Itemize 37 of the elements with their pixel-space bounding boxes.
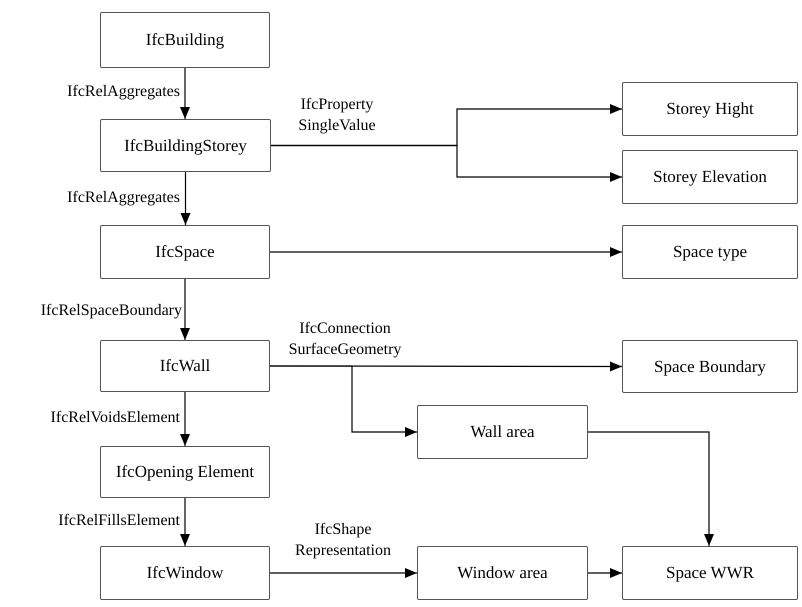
arrow: [270, 247, 622, 257]
process-box: [417, 405, 588, 459]
box-label: IfcBuilding: [146, 29, 224, 51]
box-label: IfcWall: [160, 355, 210, 377]
arrow: [270, 568, 417, 578]
box-label: IfcBuildingStorey: [124, 134, 247, 156]
arrow: [180, 68, 190, 119]
arrow: [588, 568, 622, 578]
process-box: [622, 546, 798, 600]
process-box: [100, 119, 271, 172]
process-box: [417, 546, 588, 600]
arrow: [180, 498, 190, 546]
arrow: [180, 392, 190, 446]
process-box: [100, 446, 270, 498]
box-label: IfcOpening Element: [116, 461, 254, 483]
box-label: Storey Hight: [666, 98, 754, 120]
process-box: [100, 12, 270, 68]
box-label: IfcWindow: [146, 562, 224, 584]
box-label: Wall area: [470, 421, 535, 443]
box-label: Window area: [457, 562, 548, 584]
arrow: [180, 172, 190, 225]
arrow: [270, 365, 417, 437]
process-box: [622, 150, 798, 204]
box-label: Space Boundary: [654, 356, 766, 378]
arrow: [588, 431, 714, 546]
arrow: [180, 279, 190, 340]
process-box: [100, 225, 270, 279]
process-box: [622, 82, 798, 136]
process-box: [100, 340, 270, 392]
box-label: Space type: [672, 241, 748, 263]
process-box: [622, 225, 798, 279]
box-label: Storey Elevation: [653, 166, 767, 188]
box-label: IfcSpace: [155, 241, 215, 263]
box-label: Space WWR: [666, 562, 754, 584]
arrow: [271, 144, 622, 182]
process-box: [622, 340, 798, 393]
process-box: [100, 546, 270, 600]
